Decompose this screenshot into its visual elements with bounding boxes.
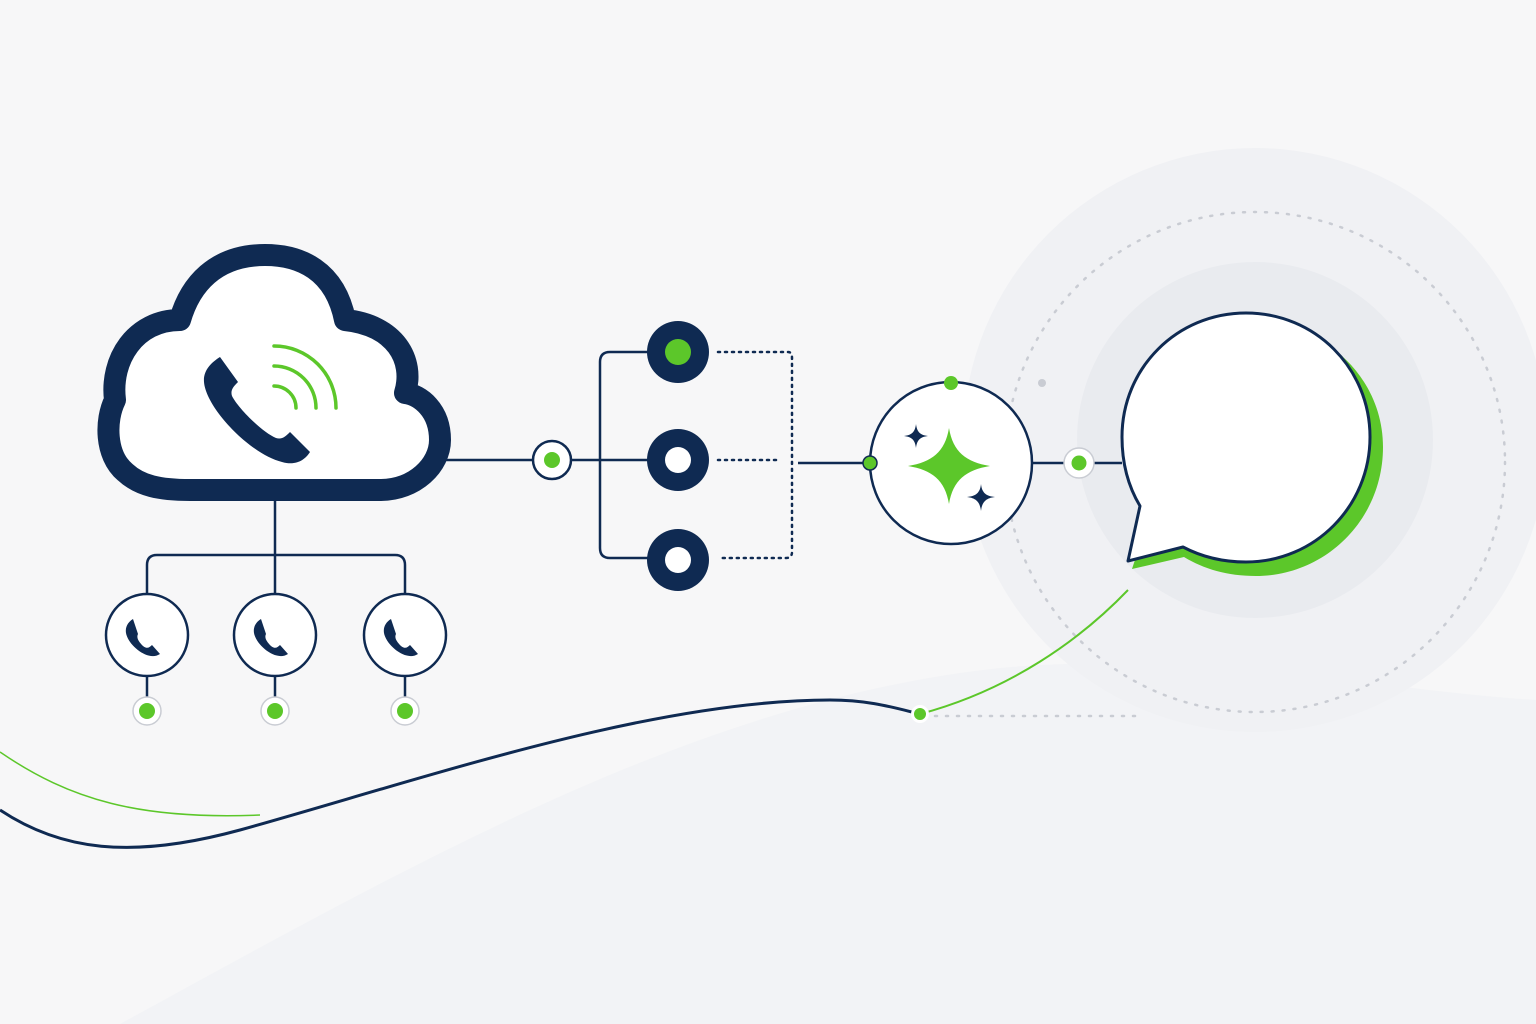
cloud-phone-server — [97, 244, 451, 501]
extension-phone-1 — [104, 592, 190, 726]
phone-icon — [203, 357, 310, 464]
wifi-signal-icon — [272, 344, 338, 410]
extension-phone-2 — [232, 592, 318, 726]
extension-phone-3 — [362, 592, 448, 726]
ai-assistant — [862, 376, 1034, 546]
sparkle-small-icon — [904, 424, 928, 448]
status-dot — [267, 703, 283, 719]
chat-orbit-ring — [1003, 210, 1507, 714]
extension-tree-lines — [145, 500, 407, 700]
cloud-icon — [97, 244, 451, 501]
flow-line-navy — [0, 698, 921, 849]
ai-top-dot — [944, 376, 958, 390]
dotted-links — [716, 350, 794, 560]
background-swoosh — [120, 663, 1536, 1024]
speech-bubble-icon — [1120, 311, 1372, 564]
route-option-3 — [647, 529, 709, 591]
connector-node — [531, 439, 573, 481]
route-option-1 — [647, 321, 709, 383]
status-dot — [397, 703, 413, 719]
ai-input-dot — [862, 455, 878, 471]
phone-icon — [253, 619, 288, 657]
route-branch-lines — [571, 350, 648, 560]
flow-node-green — [914, 708, 926, 720]
flow-line-green-right — [919, 589, 1129, 715]
route-option-2 — [647, 429, 709, 491]
phone-icon — [125, 619, 160, 657]
sparkle-icon — [908, 428, 990, 504]
sparkle-small-icon — [967, 484, 995, 511]
flow-line-green-left — [0, 751, 261, 817]
status-dot — [139, 703, 155, 719]
orbit-dot — [1038, 379, 1046, 387]
phone-icon — [383, 619, 418, 657]
chat-output — [1120, 311, 1383, 576]
chat-connector-node — [1063, 447, 1095, 479]
